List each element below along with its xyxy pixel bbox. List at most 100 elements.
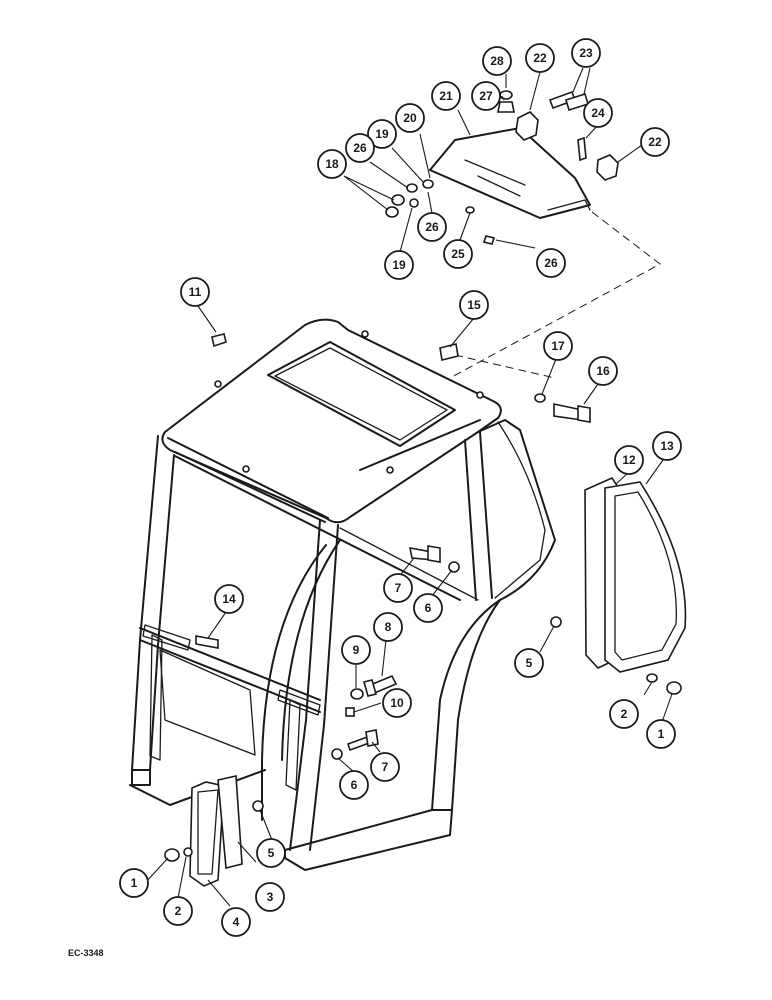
callout-circle — [383, 573, 413, 603]
callout-2: 2 — [163, 896, 193, 926]
callout-10: 10 — [382, 688, 412, 718]
callout-6: 6 — [339, 770, 369, 800]
callout-circle — [614, 445, 644, 475]
callout-circle — [609, 699, 639, 729]
callout-7: 7 — [370, 752, 400, 782]
callout-circle — [443, 239, 473, 269]
nut-6-upper — [448, 561, 460, 573]
callout-circle — [543, 331, 573, 361]
callout-circle — [525, 43, 555, 73]
callout-label: 11 — [189, 285, 202, 299]
callout-circle — [180, 277, 210, 307]
callout-circle — [345, 133, 375, 163]
cap-1-right — [666, 681, 682, 695]
callout-circle — [255, 882, 285, 912]
callout-circle — [482, 46, 512, 76]
callout-label: 26 — [544, 256, 558, 270]
small-fasteners-18-19-26 — [385, 179, 496, 245]
screws-23 — [548, 90, 589, 112]
callout-18: 18 — [317, 149, 347, 179]
callout-label: 2 — [621, 707, 628, 721]
callout-25: 25 — [443, 239, 473, 269]
bolt-7-upper — [408, 545, 441, 563]
callout-19: 19 — [384, 250, 414, 280]
callout-label: 3 — [267, 890, 274, 904]
callout-circle — [588, 356, 618, 386]
callout-28: 28 — [482, 46, 512, 76]
callout-3: 3 — [255, 882, 285, 912]
callout-26: 26 — [417, 212, 447, 242]
gasket-4 — [189, 781, 225, 887]
callout-circle — [417, 212, 447, 242]
callout-label: 18 — [325, 157, 339, 171]
callout-7: 7 — [383, 573, 413, 603]
callout-label: 22 — [533, 51, 547, 65]
callout-circle — [431, 81, 461, 111]
roof-bracket-plate — [429, 127, 591, 219]
washer-17 — [534, 393, 546, 403]
callout-9: 9 — [341, 635, 371, 665]
callout-label: 27 — [479, 89, 493, 103]
callout-circle — [221, 907, 251, 937]
callout-16: 16 — [588, 356, 618, 386]
callout-label: 22 — [648, 135, 662, 149]
callout-label: 9 — [353, 643, 360, 657]
callout-circle — [536, 248, 566, 278]
callout-4: 4 — [221, 907, 251, 937]
callout-26: 26 — [536, 248, 566, 278]
cap-1-left — [164, 848, 180, 862]
callout-21: 21 — [431, 81, 461, 111]
callout-14: 14 — [214, 584, 244, 614]
callout-label: 24 — [591, 106, 605, 120]
callout-circle — [214, 584, 244, 614]
callout-5: 5 — [256, 838, 286, 868]
callout-5: 5 — [514, 648, 544, 678]
callout-circle — [652, 431, 682, 461]
callout-label: 28 — [490, 54, 504, 68]
washer-2-left — [183, 847, 193, 857]
callout-label: 21 — [439, 89, 453, 103]
callout-27: 27 — [471, 81, 501, 111]
callout-22: 22 — [640, 127, 670, 157]
callout-19: 19 — [367, 119, 397, 149]
callout-circle — [571, 38, 601, 68]
callout-label: 2 — [175, 904, 182, 918]
washer-9 — [350, 688, 364, 700]
pin-14 — [195, 635, 219, 649]
callout-11: 11 — [180, 277, 210, 307]
callout-24: 24 — [583, 98, 613, 128]
callout-label: 7 — [382, 760, 389, 774]
callout-label: 20 — [403, 111, 417, 125]
callout-label: 6 — [351, 778, 358, 792]
callout-label: 6 — [425, 601, 432, 615]
screw-15 — [439, 343, 459, 361]
callout-label: 4 — [233, 915, 240, 929]
callout-8: 8 — [373, 612, 403, 642]
callout-circle — [471, 81, 501, 111]
callout-circle — [339, 770, 369, 800]
callout-label: 5 — [526, 656, 533, 670]
nut-6-lower — [331, 748, 343, 760]
callout-23: 23 — [571, 38, 601, 68]
nut-5-right — [550, 616, 562, 628]
callout-17: 17 — [543, 331, 573, 361]
washer-2-right — [646, 673, 658, 683]
dashed-assembly-line-top — [449, 211, 661, 379]
plug-11 — [211, 333, 227, 348]
drawing-reference: EC-3348 — [68, 948, 104, 958]
callout-12: 12 — [614, 445, 644, 475]
callout-13: 13 — [652, 431, 682, 461]
callout-20: 20 — [395, 103, 425, 133]
part-10 — [345, 707, 355, 717]
callout-26: 26 — [345, 133, 375, 163]
callout-label: 19 — [375, 127, 389, 141]
callout-circle — [317, 149, 347, 179]
callout-circle — [367, 119, 397, 149]
callout-circle — [395, 103, 425, 133]
knob-22-upper — [515, 111, 539, 141]
callout-label: 16 — [596, 364, 610, 378]
dashed-assembly-line-mid — [454, 354, 556, 379]
callout-label: 13 — [660, 439, 674, 453]
callout-label: 23 — [579, 46, 593, 60]
